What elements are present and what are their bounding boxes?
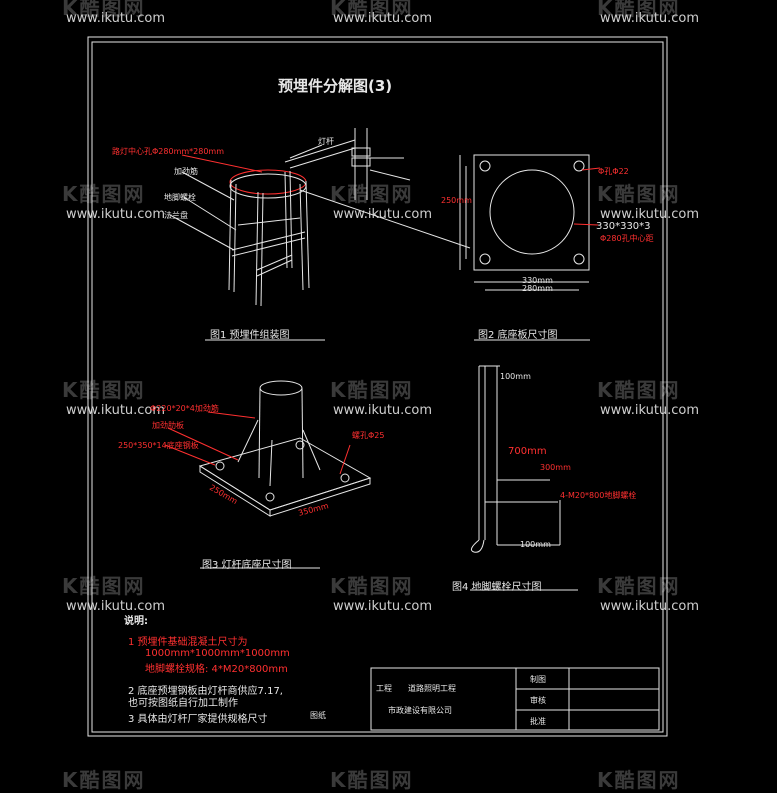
watermark-logo: K酷图网 — [597, 768, 681, 792]
titleblock-project: 道路照明工程 — [408, 684, 456, 693]
watermark-logo: K酷图网 — [330, 574, 414, 598]
watermark-url: www.ikutu.com — [333, 403, 433, 418]
watermark-logo: K酷图网 — [62, 182, 146, 206]
watermark-url: www.ikutu.com — [66, 599, 166, 614]
fig4-label-bottom: 100mm — [520, 540, 551, 549]
title-block — [370, 667, 660, 731]
watermark-logo: K酷图网 — [62, 0, 146, 20]
fig2-label-inner: 280mm — [522, 284, 553, 293]
drawing-title: 预埋件分解图(3) — [278, 77, 393, 95]
fig4-caption: 图4 地脚螺栓尺寸图 — [452, 582, 542, 593]
fig2-label-hole: Φ孔Φ22 — [598, 167, 629, 176]
titleblock-row-checked: 审核 — [530, 696, 546, 705]
fig4-label-depth: 300mm — [540, 463, 571, 472]
fig1-label-bolt: 地脚螺栓 — [164, 193, 196, 202]
fig3-label-rib: 加劲肋板 — [152, 421, 184, 430]
fig2-label-size: 330*330*3 — [596, 221, 651, 232]
notes-extra: 图纸 — [310, 711, 326, 720]
fig1-label-rib: 加劲筋 — [174, 167, 198, 176]
fig2-label-spacing: Φ280孔中心距 — [600, 234, 654, 243]
watermark-url: www.ikutu.com — [66, 403, 166, 418]
watermark-logo: K酷图网 — [330, 768, 414, 792]
watermark-url: www.ikutu.com — [333, 207, 433, 222]
titleblock-project-label: 工程 — [376, 684, 392, 693]
fig1-embedded-part — [169, 128, 471, 341]
fig1-label-hole: 路灯中心孔Φ280mm*280mm — [112, 147, 225, 156]
fig3-caption: 图3 灯杆底座尺寸图 — [202, 560, 292, 571]
titleblock-row-drawn: 制图 — [530, 675, 546, 684]
watermark-logo: K酷图网 — [597, 378, 681, 402]
fig2-label-height: 250mm — [441, 196, 472, 205]
titleblock-row-approved: 批准 — [530, 717, 546, 726]
fig2-label-width: 330mm — [522, 276, 553, 285]
watermark-logo: K酷图网 — [597, 0, 681, 20]
outer-frame — [87, 36, 668, 737]
fig3-post-base — [164, 380, 372, 569]
titleblock-company: 市政建设有限公司 — [388, 706, 452, 715]
watermark-logo: K酷图网 — [62, 574, 146, 598]
notes-line-4: 2 底座预埋钢板由灯杆商供应7.17, — [128, 686, 283, 697]
notes-line-2: 1000mm*1000mm*1000mm — [145, 648, 290, 659]
notes-line-1: 1 预埋件基础混凝土尺寸为 — [128, 637, 248, 648]
watermark-logo: K酷图网 — [62, 378, 146, 402]
fig1-label-flange: 法兰盘 — [164, 211, 188, 220]
watermark-url: www.ikutu.com — [333, 11, 433, 26]
fig3-label-plate: 250*350*14底座钢板 — [118, 441, 199, 450]
notes-line-6: 3 具体由灯杆厂家提供规格尺寸 — [128, 714, 268, 725]
notes-line-3: 地脚螺栓规格: 4*M20*800mm — [145, 664, 288, 675]
watermark-url: www.ikutu.com — [333, 599, 433, 614]
watermark-logo: K酷图网 — [330, 182, 414, 206]
fig1-label-pole: 灯杆 — [318, 137, 334, 146]
fig4-label-top: 100mm — [500, 372, 531, 381]
fig4-label-length: 700mm — [508, 446, 547, 457]
watermark-url: www.ikutu.com — [66, 11, 166, 26]
watermark-logo: K酷图网 — [330, 378, 414, 402]
watermark-url: www.ikutu.com — [600, 403, 700, 418]
fig1-caption: 图1 预埋件组装图 — [210, 330, 290, 341]
fig2-base-plate — [459, 154, 601, 341]
watermark-url: www.ikutu.com — [66, 207, 166, 222]
watermark-logo: K酷图网 — [62, 768, 146, 792]
fig4-label-spec: 4-M20*800地脚螺栓 — [560, 491, 637, 500]
watermark-logo: K酷图网 — [597, 182, 681, 206]
notes-line-5: 也可按图纸自行加工制作 — [128, 698, 238, 709]
inner-frame — [91, 41, 664, 733]
watermark-logo: K酷图网 — [330, 0, 414, 20]
watermark-logo: K酷图网 — [597, 574, 681, 598]
watermark-url: www.ikutu.com — [600, 207, 700, 222]
watermark-url: www.ikutu.com — [600, 599, 700, 614]
watermark-url: www.ikutu.com — [600, 11, 700, 26]
fig4-anchor-bolt — [470, 365, 578, 591]
fig3-label-stiffener: Φ220*20*4加劲筋 — [150, 404, 219, 413]
fig3-label-hole: 螺孔Φ25 — [352, 431, 385, 440]
notes-heading: 说明: — [124, 616, 148, 627]
fig2-caption: 图2 底座板尺寸图 — [478, 330, 558, 341]
